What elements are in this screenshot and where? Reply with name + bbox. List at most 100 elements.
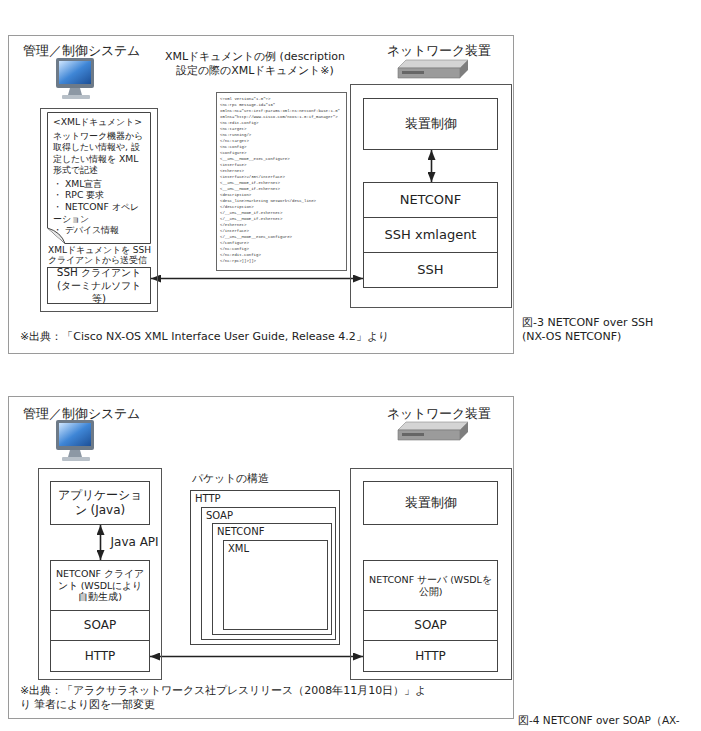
- xml-code-line: <nc:rpc message-id="16": [220, 102, 343, 108]
- device-side: [460, 60, 468, 78]
- process-box: アプリケーション (Java): [50, 481, 150, 525]
- xml-code-line: xmlns:nc="urn:ietf:params:xml:ns:netconf…: [220, 108, 343, 114]
- xml-code-line: <desc_line>Marketing Network</desc_line>: [220, 198, 343, 204]
- xml-code-line: <__XML__MODE_if-ethernet>: [220, 186, 343, 192]
- device-front: [398, 430, 460, 440]
- monitor-bezel: [56, 420, 94, 450]
- xml-code-line: </interface>: [220, 228, 343, 234]
- xml-code-line: <configure>: [220, 150, 343, 156]
- xml-code-line: </__XML__MODE_if-ethernet>: [220, 216, 343, 222]
- process-box: 装置制御: [363, 98, 498, 150]
- system-frame: 装置制御NETCONF サーバ (WSDLを公開)SOAPHTTPネットワーク装…: [350, 468, 512, 680]
- source-note: ※出典：「アラクサラネットワークス社プレスリリース（2008年11月10日）」よ…: [20, 684, 428, 713]
- box-label: NETCONF: [400, 192, 462, 208]
- edge-label: Java API: [109, 535, 161, 549]
- process-box: 装置制御: [363, 481, 498, 525]
- computer-icon: [56, 58, 94, 99]
- protocol-layer: SSH xmlagent: [363, 217, 498, 253]
- bidirectional-arrow: [431, 150, 433, 182]
- xml-code-line: </__XML__MODE__exec_configure>: [220, 234, 343, 240]
- protocol-layer: HTTP: [363, 640, 498, 672]
- monitor-stand: [68, 450, 82, 457]
- protocol-layer: HTTP: [50, 640, 150, 672]
- document-shape: <XMLドキュメント> ネットワーク機器から 取得したい情報や, 設定したい情報を…: [47, 112, 151, 244]
- xml-code-line: </__XML__MODE_if-ethernet>: [220, 210, 343, 216]
- monitor-bezel: [56, 58, 94, 88]
- bidirectional-arrow: [150, 656, 363, 658]
- device-top: [398, 60, 468, 68]
- device-ports: [402, 71, 424, 74]
- box-label: NETCONF クライアント (WSDLにより自動生成): [53, 568, 147, 604]
- device-ports: [402, 433, 424, 436]
- keyboard: [62, 457, 90, 461]
- box-label: XML: [228, 543, 323, 556]
- bidirectional-arrow: [151, 278, 363, 280]
- xml-code-line: <interface>: [220, 162, 343, 168]
- box-label: SOAP: [84, 618, 116, 633]
- system-heading: 管理／制御システム: [23, 43, 140, 59]
- box-label: SSH クライアント (ターミナルソフト等): [50, 266, 148, 305]
- document-bullet: ・ デバイス情報: [53, 224, 146, 236]
- monitor-screen: [59, 423, 91, 446]
- system-frame: <XMLドキュメント> ネットワーク機器から 取得したい情報や, 設定したい情報を…: [40, 108, 158, 312]
- box-label: 装置制御: [405, 495, 457, 511]
- xml-code-line: <__XML__MODE__exec_configure>: [220, 156, 343, 162]
- protocol-layer: NETCONF: [363, 182, 498, 218]
- box-label: SOAP: [414, 618, 446, 633]
- system-heading: 管理／制御システム: [23, 406, 140, 422]
- document-bullet: ・ NETCONF オペレーション: [53, 201, 146, 224]
- monitor-screen: [59, 61, 91, 84]
- xml-code-line: <nc:config>: [220, 144, 343, 150]
- xml-code-line: </nc:target>: [220, 138, 343, 144]
- figure-frame: [9, 36, 514, 354]
- xml-code-line: <__XML__MODE_if-ethernet>: [220, 180, 343, 186]
- protocol-layer: SSH: [363, 252, 498, 288]
- protocol-layer: SOAP: [50, 610, 150, 641]
- document-bullet: ・ XML宣言: [53, 178, 146, 190]
- box-label: NETCONF サーバ (WSDLを公開): [366, 574, 495, 598]
- note: XMLドキュメントを SSH クライアントから送受信: [48, 245, 158, 266]
- document-title: <XMLドキュメント>: [53, 116, 146, 128]
- code-box: [217, 93, 347, 271]
- system-frame: 装置制御NETCONFSSH xmlagentSSHネットワーク装置: [350, 84, 512, 308]
- xml-code-line: </nc:edit-config>: [220, 252, 343, 258]
- document-outline: [48, 113, 151, 244]
- xml-code-line: <ethernet>: [220, 168, 343, 174]
- box-label: HTTP: [415, 649, 446, 664]
- system-heading: ネットワーク装置: [387, 43, 491, 59]
- packet-title: パケットの構造: [192, 472, 342, 486]
- box-label: HTTP: [85, 649, 116, 664]
- process-box: SSH クライアント (ターミナルソフト等): [47, 267, 151, 304]
- xml-code-line: <nc:running/>: [220, 132, 343, 138]
- packet-layer: XML: [223, 540, 328, 630]
- xml-code-line: <nc:edit-config>: [220, 120, 343, 126]
- figure-subtitle: XMLドキュメントの例 (description設定の際のXMLドキュメント※): [160, 50, 350, 79]
- source-note: ※出典：「Cisco NX-OS XML Interface User Guid…: [20, 330, 500, 344]
- box-label: SOAP: [206, 510, 331, 523]
- xml-code-line: </configure>: [220, 240, 343, 246]
- packet-layer: XMLNETCONF: [212, 523, 332, 635]
- box-label: アプリケーション (Java): [53, 488, 147, 518]
- computer-icon: [56, 420, 94, 461]
- bidirectional-arrow: [100, 525, 102, 560]
- system-frame: アプリケーション (Java) NETCONF クライアント (WSDLにより自動…: [38, 468, 162, 680]
- network-device-icon: [398, 422, 468, 440]
- xml-code-line: <description>: [220, 192, 343, 198]
- keyboard: [62, 95, 90, 99]
- box-label: 装置制御: [405, 116, 457, 132]
- figure-caption: 図-3 NETCONF over SSH (NX-OS NETCONF): [522, 316, 672, 345]
- xml-code-line: </nc:rpc>]]>]]>: [220, 258, 343, 264]
- xml-code-block: <?xml version="1.0"?><nc:rpc message-id=…: [217, 93, 346, 270]
- network-device-icon: [398, 60, 468, 78]
- box-label: SSH xmlagent: [385, 227, 477, 243]
- system-heading: ネットワーク装置: [387, 406, 491, 422]
- xml-code-line: </description>: [220, 204, 343, 210]
- packet-layer: XMLNETCONFSOAP: [201, 507, 336, 640]
- figure-caption: 図-4 NETCONF over SOAP（AX-: [518, 714, 698, 728]
- document-body: ネットワーク機器から 取得したい情報や, 設定したい情報を XML形式で記述: [53, 130, 146, 176]
- packet-layer: XMLNETCONFSOAPHTTP: [190, 490, 340, 645]
- box-label: SSH: [417, 262, 443, 278]
